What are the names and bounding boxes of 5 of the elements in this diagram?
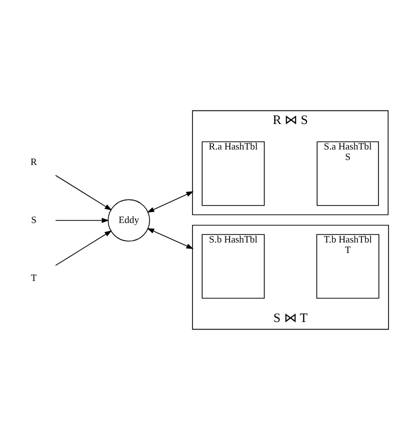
node-label: S ⋈ T [273,310,308,324]
node-text: S [31,214,36,226]
node-text: R [30,156,38,168]
node-text: T [30,272,37,284]
node-label: R ⋈ S [272,112,308,127]
